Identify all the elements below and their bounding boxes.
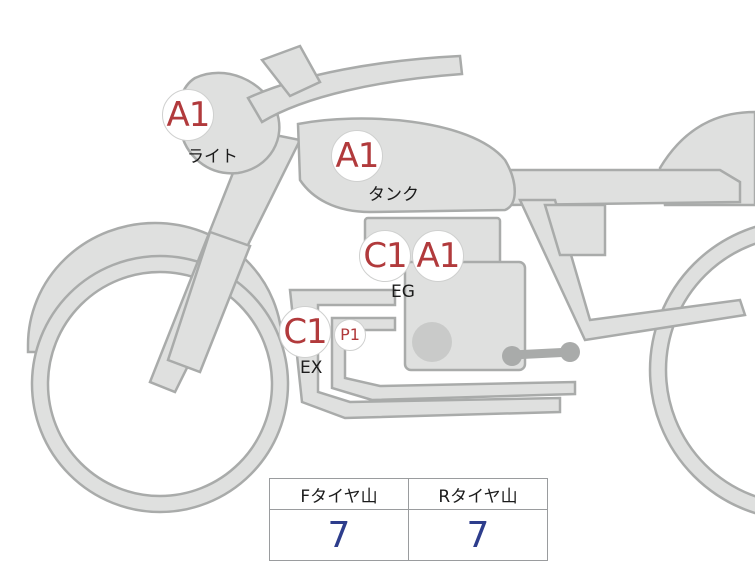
rear-tire-tread-header: Rタイヤ山 <box>408 478 548 510</box>
exhaust-label: EX <box>300 358 323 378</box>
light-label: ライト <box>187 147 238 167</box>
table-header-row: Fタイヤ山 Rタイヤ山 <box>269 478 548 510</box>
rear-tire-tread-value: 7 <box>408 509 548 561</box>
rear-wheel <box>648 225 755 515</box>
engine-label: EG <box>391 282 415 302</box>
front-tire-tread-header: Fタイヤ山 <box>269 478 409 510</box>
exhaust-grade-p-badge: P1 <box>334 319 366 351</box>
exhaust-grade-c-badge: C1 <box>279 306 331 358</box>
rear-frame <box>518 198 747 342</box>
table-row: 7 7 <box>269 509 548 561</box>
tire-tread-table: Fタイヤ山 Rタイヤ山 7 7 <box>269 478 548 561</box>
engine-grade-c-badge: C1 <box>359 230 411 282</box>
light-grade-badge: A1 <box>162 89 214 141</box>
tank-label: タンク <box>368 185 419 205</box>
tank-grade-badge: A1 <box>331 130 383 182</box>
engine-grade-a-badge: A1 <box>412 230 464 282</box>
front-tire-tread-value: 7 <box>269 509 409 561</box>
exhaust-pipe <box>288 288 562 420</box>
side-cover <box>543 203 607 257</box>
